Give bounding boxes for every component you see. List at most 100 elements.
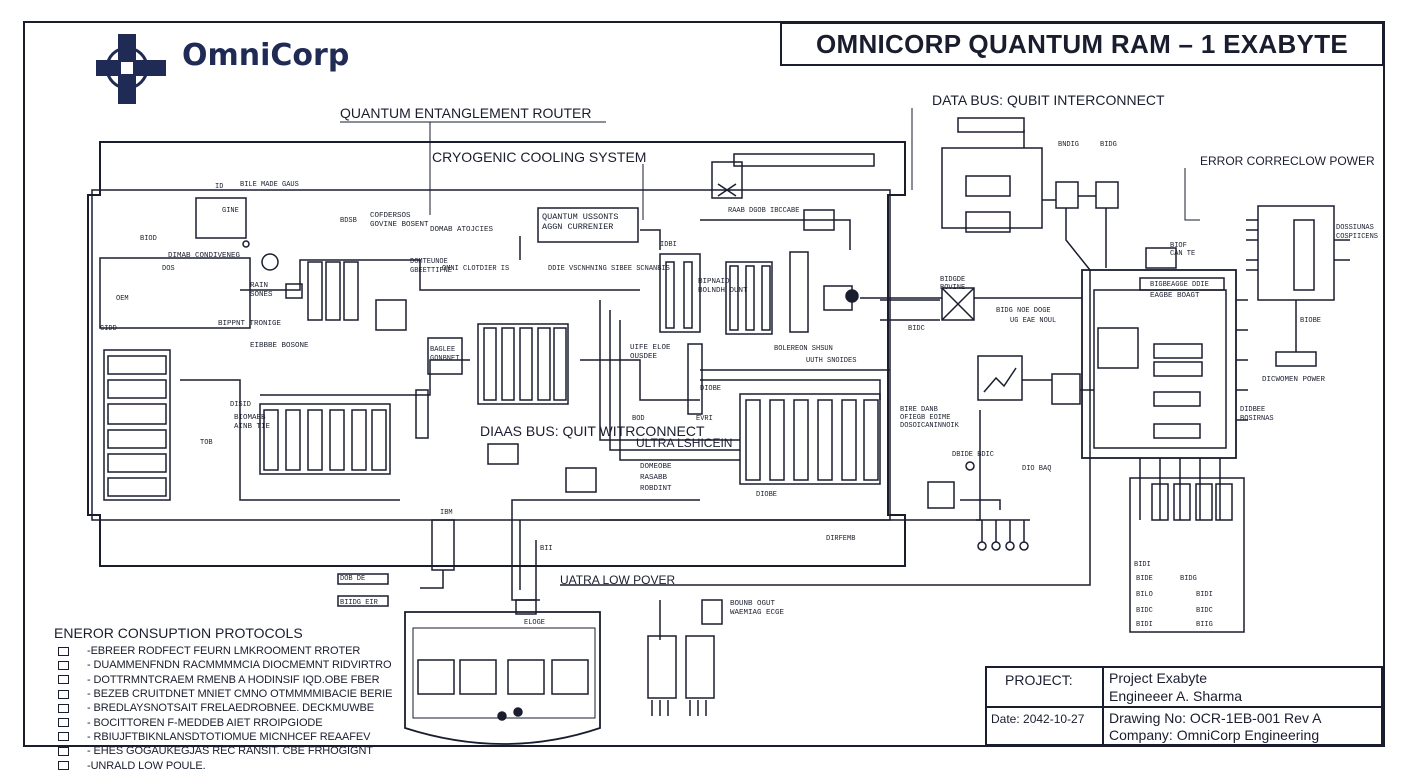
svg-text:DDIE VSCNHNING SIBEE SCNANBIS: DDIE VSCNHNING SIBEE SCNANBIS (548, 265, 670, 273)
dicwomen-label: DICWOMEN POWER (1262, 376, 1326, 384)
svg-text:DOB DE: DOB DE (340, 575, 365, 583)
legend-text: -UNRALD LOW POULE. (87, 759, 206, 772)
svg-text:BIDG NOE DOGE: BIDG NOE DOGE (996, 307, 1051, 315)
legend-text: - DUAMMENFNDN RACMMMMCIA DIOCMEMNT RIDVI… (87, 659, 392, 672)
svg-text:UG EAE NOUL: UG EAE NOUL (1010, 317, 1056, 325)
ultra-low-power-label: UATRA LOW POVER (560, 573, 676, 587)
bire-label: BIRE DANB OFIEGB EOIME DOSOICANINNOIK (900, 406, 959, 430)
svg-text:BIOD: BIOD (140, 235, 157, 243)
title-block: PROJECT: Project Exabyte Engineeer A. Sh… (985, 666, 1383, 746)
switch-box (941, 287, 975, 321)
legend-symbol (58, 732, 69, 742)
error-correction-label: ERROR CORRECLOW POWER (1200, 154, 1375, 168)
svg-text:BII: BII (540, 545, 553, 553)
dossiunas-label: DOSSIUNAS COSPIICENS (1336, 224, 1379, 241)
legend-text: - RBIUJFTBIKNLANSDTOTIOMUE MICNHCEF REAA… (87, 730, 371, 743)
svg-text:EVRI: EVRI (696, 415, 713, 423)
svg-text:BDSB: BDSB (340, 217, 357, 225)
svg-text:BIDG: BIDG (1180, 575, 1197, 583)
legend-text: - DOTTRMNTCRAEM RMENB A HODINSIF IQD.OBE… (87, 673, 380, 686)
legend-item: - DUAMMENFNDN RACMMMMCIA DIOCMEMNT RIDVI… (58, 658, 392, 672)
register-stack-left (103, 349, 171, 501)
inner-bus-label: DIAAS BUS: QUIT WITRCONNECT (480, 423, 705, 439)
inner-enclosure (91, 189, 891, 521)
svg-text:ELOGE: ELOGE (524, 619, 545, 627)
domeobe-label: DOMEOBE RASABB ROBDINT (640, 463, 672, 493)
svg-text:BIDC: BIDC (908, 325, 925, 333)
data-bus-label: DATA BUS: QUBIT INTERCONNECT (932, 92, 1165, 108)
router-label: QUANTUM ENTANGLEMENT ROUTER (340, 105, 592, 121)
cell-array-1 (259, 403, 391, 475)
engineer: Engineeer A. Sharma (1109, 688, 1243, 704)
legend-list: -EBREER RODFECT FEURN LMKROOMENT RROTER … (58, 644, 392, 773)
qubit-interconnect-block (941, 147, 1043, 229)
svg-text:GIDD: GIDD (100, 325, 117, 333)
eibbbe-label: EIBBBE BOSONE (250, 342, 309, 350)
project-label: PROJECT: (1005, 672, 1073, 688)
right-processing-enclosure (1081, 269, 1237, 459)
legend-symbol (58, 703, 69, 713)
svg-text:BIDC: BIDC (1196, 607, 1213, 615)
cooling-valve (711, 161, 743, 199)
legend-text: - BEZEB CRUITDNET MNIET CMNO OTMMMMIBACI… (87, 688, 393, 701)
legend-symbol (58, 689, 69, 699)
svg-text:BIDC: BIDC (1136, 607, 1153, 615)
main-enclosure (87, 141, 906, 567)
project-value: Project Exabyte (1109, 670, 1208, 686)
cell-array-2 (477, 323, 569, 405)
domab-label: DOMAB ATOJCIES (430, 226, 494, 234)
company-logo-text: OmniCorp (182, 38, 350, 73)
quantum-unit-label: QUANTUM USSONTS AGGN CURRENIER (542, 212, 619, 232)
bounb-label: BOUNB OGUT WAEMIAG ECGE (730, 600, 785, 617)
svg-text:BIDI: BIDI (1134, 561, 1151, 569)
legend-item: - RBIUJFTBIKNLANSDTOTIOMUE MICNHCEF REAA… (58, 730, 392, 744)
legend-symbol (58, 660, 69, 670)
legend-symbol (58, 646, 69, 656)
date: Date: 2042-10-27 (991, 712, 1085, 726)
legend-title: ENEROR CONSUPTION PROTOCOLS (54, 625, 303, 641)
svg-text:DISID: DISID (230, 401, 251, 409)
lower-controller-board (404, 611, 601, 745)
svg-text:BIGBEAGGE DDIE: BIGBEAGGE DDIE (1150, 281, 1209, 289)
svg-text:BILO: BILO (1136, 591, 1153, 599)
svg-text:BIIDG EIR: BIIDG EIR (340, 599, 379, 607)
connector-stack-right (1129, 477, 1245, 633)
cooling-label: CRYOGENIC COOLING SYSTEM (432, 149, 647, 165)
cofdersos-label: COFDERSOS GOVINE BOSENT (370, 212, 429, 229)
svg-text:RAAB DGOB IBCCABE: RAAB DGOB IBCCABE (728, 207, 799, 215)
legend-symbol (58, 675, 69, 685)
svg-text:DBIDE BDIC: DBIDE BDIC (952, 451, 994, 459)
drawing-title: OMNICORP QUANTUM RAM – 1 EXABYTE (780, 22, 1384, 66)
page-border (23, 21, 1385, 747)
drawing-number: Drawing No: OCR-1EB-001 Rev A (1109, 710, 1322, 726)
svg-text:UUTH SNOIDES: UUTH SNOIDES (806, 357, 856, 365)
bidgde-label: BIDGDE BOVINE (940, 276, 966, 292)
legend-symbol (58, 718, 69, 728)
legend-item: -EBREER RODFECT FEURN LMKROOMENT RROTER (58, 644, 392, 658)
svg-text:OMNI CLOTDIER IS: OMNI CLOTDIER IS (442, 265, 509, 273)
omnicorp-logo-icon (96, 34, 166, 104)
legend-item: - BREDLAYSNOTSAIT FRELAEDROBNEE. DECKMUW… (58, 701, 392, 715)
svg-text:BIIG: BIIG (1196, 621, 1213, 629)
svg-text:GINE: GINE (222, 207, 239, 215)
baglee-label: BAGLEE GONBNET (430, 346, 460, 363)
svg-text:BNDIG: BNDIG (1058, 141, 1079, 149)
svg-text:DIOBE: DIOBE (700, 385, 721, 393)
rain-label: RAIN SONES (250, 282, 273, 299)
legend-text: - EHES GOGAUKEGJAS REC RANSIT. CBE FRHOG… (87, 745, 373, 758)
svg-text:DIRFEMB: DIRFEMB (826, 535, 855, 543)
svg-text:BIDI: BIDI (1196, 591, 1213, 599)
didbee-label: DIDBEE BOSIRNAS (1240, 406, 1274, 423)
svg-text:BIDI: BIDI (1136, 621, 1153, 629)
legend-text: - BOCITTOREN F-MEDDEB AIET RROIPGIODE (87, 716, 323, 729)
domteunoe-label: DOMTEUNOE GBEETTIFNE (410, 258, 453, 275)
legend-item: -UNRALD LOW POULE. (58, 758, 392, 772)
legend-item: - DOTTRMNTCRAEM RMENB A HODINSIF IQD.OBE… (58, 673, 392, 687)
svg-text:ID: ID (215, 183, 223, 191)
svg-text:BIOBE: BIOBE (1300, 317, 1321, 325)
bipnaid-label: BIPNAID BOLNDH DUNT (698, 278, 748, 295)
bippnt-label: BIPPNT TRONIGE (218, 320, 282, 328)
legend-item: - EHES GOGAUKEGJAS REC RANSIT. CBE FRHOG… (58, 744, 392, 758)
